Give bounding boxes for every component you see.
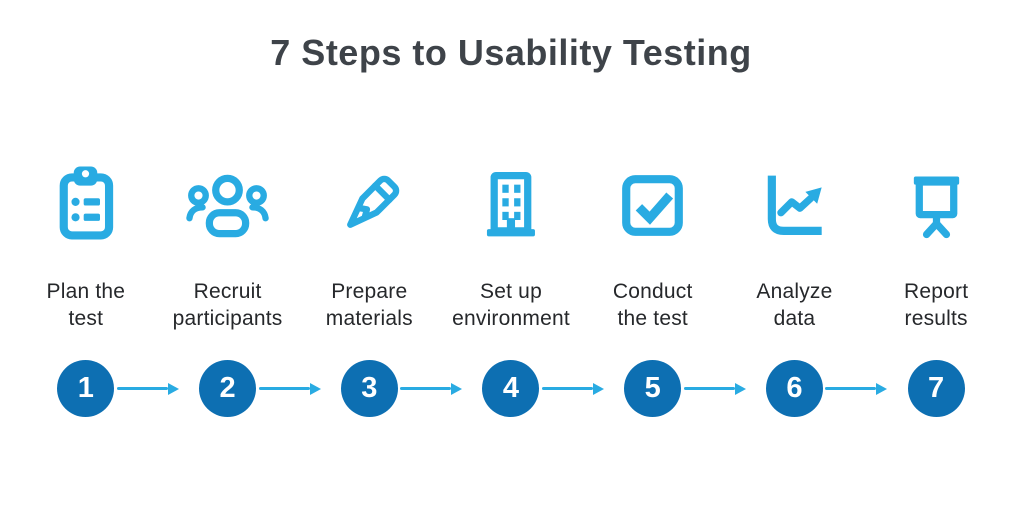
right-arrow-icon [116, 382, 179, 395]
clipboard-checklist-icon [15, 161, 157, 249]
right-arrow-icon [258, 382, 321, 395]
right-arrow-icon [825, 382, 888, 395]
step-label: Report results [904, 278, 968, 332]
step-label-line: Report [904, 280, 969, 303]
step-column-report-results: Report results [865, 161, 1007, 332]
step-label: Plan the test [47, 278, 126, 332]
steps-row: Plan the test Recruit [15, 161, 1007, 332]
pencil-icon [298, 161, 440, 249]
step-label-line: results [904, 307, 968, 330]
step-label-line: the test [617, 307, 688, 330]
step-label-line: participants [172, 307, 283, 330]
step-column-prepare-materials: Prepare materials [298, 161, 440, 332]
step-number-badge: 6 [765, 360, 823, 417]
step-label-line: Prepare [331, 280, 408, 303]
step-number-badge: 3 [340, 360, 398, 417]
step-label-line: Set up [480, 280, 542, 303]
page-title: 7 Steps to Usability Testing [270, 32, 752, 73]
checkbox-checked-icon [582, 161, 724, 249]
step-number: 7 [928, 372, 945, 404]
step-label-line: environment [452, 307, 570, 330]
step-number-badge: 5 [624, 360, 682, 417]
step-label-line: data [773, 307, 816, 330]
people-group-icon [157, 161, 299, 249]
right-arrow-icon [542, 382, 604, 395]
presentation-board-icon [865, 161, 1007, 249]
step-number-badge: 7 [907, 360, 965, 417]
line-chart-up-icon [724, 161, 866, 249]
building-icon [440, 161, 582, 249]
step-column-set-up-environment: Set up environment [440, 161, 582, 332]
right-arrow-icon [683, 382, 746, 395]
step-column-plan-the-test: Plan the test [15, 161, 157, 332]
step-number: 6 [786, 372, 803, 404]
step-label: Analyze data [756, 278, 832, 332]
step-number: 1 [77, 372, 94, 404]
step-label-line: test [68, 307, 104, 330]
step-label-line: materials [325, 307, 413, 330]
step-number-badge: 1 [57, 360, 115, 417]
step-label: Conduct the test [613, 278, 693, 332]
step-number: 2 [219, 372, 236, 404]
step-label-line: Conduct [612, 280, 693, 303]
step-label: Prepare materials [326, 278, 413, 332]
step-numbers-row: 1 2 3 4 5 6 7 [15, 360, 1007, 417]
step-label-line: Plan the [46, 280, 126, 303]
step-number-badge: 2 [199, 360, 257, 417]
step-number: 5 [644, 372, 661, 404]
step-number-badge: 4 [482, 360, 540, 417]
step-column-analyze-data: Analyze data [724, 161, 866, 332]
step-column-recruit-participants: Recruit participants [157, 161, 299, 332]
step-column-conduct-the-test: Conduct the test [582, 161, 724, 332]
step-number: 3 [361, 372, 378, 404]
step-label: Recruit participants [173, 278, 283, 332]
step-label: Set up environment [452, 278, 570, 332]
step-label-line: Analyze [756, 280, 833, 303]
step-number: 4 [502, 372, 520, 404]
step-label-line: Recruit [193, 280, 262, 303]
right-arrow-icon [400, 382, 463, 395]
